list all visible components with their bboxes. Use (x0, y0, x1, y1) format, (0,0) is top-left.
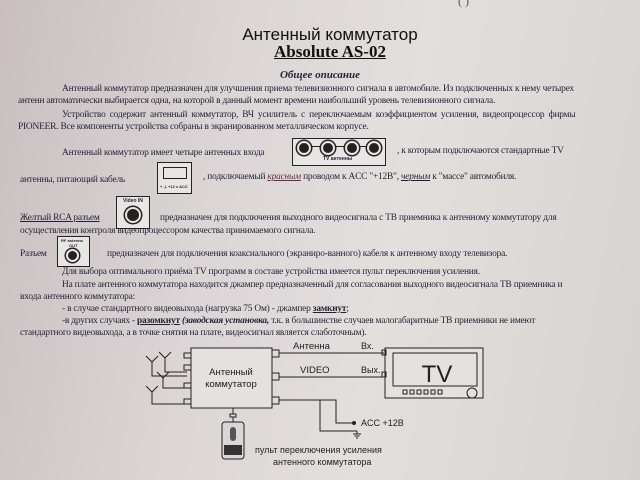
tv-label: TV (422, 361, 453, 388)
paragraph-line: Устройство содержит антенный коммутатор,… (62, 110, 576, 120)
tv-buttons (402, 387, 478, 399)
remote-label-1: пульт переключения усиления (255, 445, 382, 455)
paragraph-line: - в случае стандартного видеовыхода (наг… (62, 304, 349, 314)
jumper-open-text: разомкнут (137, 316, 180, 326)
tv-antenna-connector-icon: TV антенны (292, 138, 386, 166)
switch-label-1: Антенный (209, 367, 253, 378)
paragraph-text: предназначен для подключения коаксиально… (107, 249, 508, 259)
text: -в других случаях - (62, 316, 135, 326)
factory-setting-text: (заводская установка, (182, 316, 270, 326)
rf-icon-label-out: OUT (69, 243, 78, 248)
rf-icon-label: RF antenna (61, 238, 83, 243)
model-title: Absolute AS-02 (0, 42, 640, 62)
model-name: Absolute AS-02 (274, 42, 386, 61)
acc-label: ACC +12В (361, 418, 404, 428)
tv-antenna-icon-label: TV антенны (323, 156, 353, 162)
power-icon-label: + ⊥ +12 v ACC (160, 184, 188, 189)
antenna-icons (145, 351, 187, 405)
black-wire-text: черным (401, 172, 431, 182)
paragraph-line: На плате антенного коммутатора находится… (62, 280, 563, 290)
paragraph-text: , к которым подключаются стандартные TV (397, 146, 564, 156)
paragraph-text: осуществления контроля видеопроцессором … (20, 226, 316, 236)
yellow-rca-label: Желтый RCA разъем (20, 213, 100, 223)
rf-antenna-out-connector-icon: RF antenna OUT (57, 236, 90, 267)
video-in-icon-label: Video IN (123, 198, 143, 204)
connector-label: Разъем (20, 249, 47, 259)
text: , подключаемый (203, 172, 266, 182)
document-title: Антенный коммутатор (242, 25, 418, 44)
paragraph-text: Антенный коммутатор имеет четыре антенны… (62, 148, 265, 158)
text: - в случае стандартного видеовыхода (наг… (62, 304, 311, 314)
paragraph-line: входа антенного коммутатора: (20, 292, 136, 302)
remote-control-icon (221, 421, 245, 460)
section-title: Общее описание (279, 69, 361, 81)
paragraph-line: -в других случаях - разомкнут (заводская… (62, 316, 535, 326)
remote-label-2: антенного коммутатора (273, 457, 371, 467)
paragraph-line: PIONEER. Все компоненты устройства собра… (18, 122, 369, 132)
ground-icon (353, 431, 361, 439)
paragraph-line: Антенный коммутатор предназначен для улу… (62, 84, 574, 94)
text: т.к. в большинстве случаев малогабаритны… (271, 316, 536, 326)
power-cable (279, 399, 357, 432)
video-in-connector-icon: Video IN (116, 196, 150, 229)
video-line-label: VIDEO (300, 365, 330, 376)
paragraph-text: антенны, питающий кабель (20, 175, 125, 185)
jumper-closed-text: замкнут (312, 304, 347, 314)
power-connector-icon: + ⊥ +12 v ACC (157, 162, 192, 194)
red-wire-text: красным (267, 172, 301, 182)
paragraph-line: стандартного видеовыхода, а в точке снят… (20, 328, 367, 338)
paragraph-line: антенн автоматически выбирается одна, на… (18, 96, 496, 106)
text: проводом к ACC "+12В", (303, 172, 399, 182)
paragraph-line: Для выбора оптимального приёма TV програ… (62, 267, 480, 277)
paragraph-text: предназначен для подключения выходного в… (160, 213, 557, 223)
antenna-switch-box (190, 347, 273, 409)
switch-label-2: коммутатор (205, 379, 257, 390)
text: к "массе" автомобиля. (432, 172, 517, 182)
antenna-line-label: Антенна (293, 341, 331, 352)
paragraph-text: , подключаемый красным проводом к ACC "+… (203, 172, 516, 182)
tv-input-label: Вх. (361, 341, 374, 351)
tv-output-label: Вых. (361, 365, 380, 375)
corner-mark: ( ) (458, 0, 469, 8)
